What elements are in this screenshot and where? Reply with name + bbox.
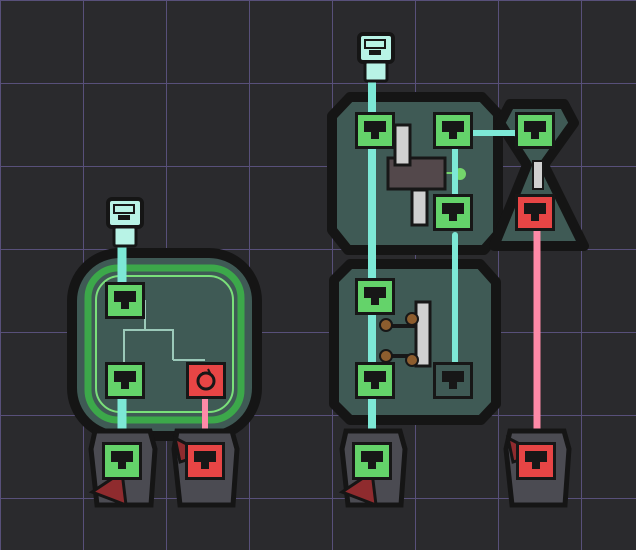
- ethernet-port-icon: [442, 371, 464, 389]
- device-2[interactable]: [171, 428, 240, 508]
- ethernet-port-icon: [442, 203, 464, 221]
- ethernet-port-icon: [524, 121, 546, 139]
- device-4[interactable]: [503, 428, 572, 508]
- port-7[interactable]: [515, 112, 555, 149]
- network-jack-icon: [194, 451, 216, 469]
- usb-plug-right[interactable]: [357, 32, 395, 83]
- port-6[interactable]: [433, 194, 473, 231]
- port-5[interactable]: [433, 112, 473, 149]
- ethernet-port-icon: [364, 371, 386, 389]
- ethernet-port-icon: [114, 291, 136, 309]
- port-1[interactable]: [105, 282, 145, 319]
- port-4[interactable]: [355, 112, 395, 149]
- usb-plug-icon: [113, 204, 135, 220]
- port-11[interactable]: [433, 362, 473, 399]
- network-jack-icon: [525, 451, 547, 469]
- ethernet-port-icon: [114, 371, 136, 389]
- left-rounded-panel: [67, 248, 262, 441]
- ethernet-port-icon: [364, 287, 386, 305]
- port-9[interactable]: [355, 278, 395, 315]
- usb-plug-icon: [364, 39, 386, 55]
- port-10[interactable]: [355, 362, 395, 399]
- ethernet-port-icon: [524, 203, 546, 221]
- usb-plug-left[interactable]: [106, 197, 144, 248]
- port-2[interactable]: [105, 362, 145, 399]
- network-jack-icon: [361, 451, 383, 469]
- network-jack-icon: [111, 451, 133, 469]
- device-1[interactable]: [88, 428, 158, 508]
- device-3[interactable]: [338, 428, 408, 508]
- port-3[interactable]: [186, 362, 226, 399]
- ethernet-port-icon: [364, 121, 386, 139]
- port-8[interactable]: [515, 194, 555, 231]
- ethernet-port-icon: [442, 121, 464, 139]
